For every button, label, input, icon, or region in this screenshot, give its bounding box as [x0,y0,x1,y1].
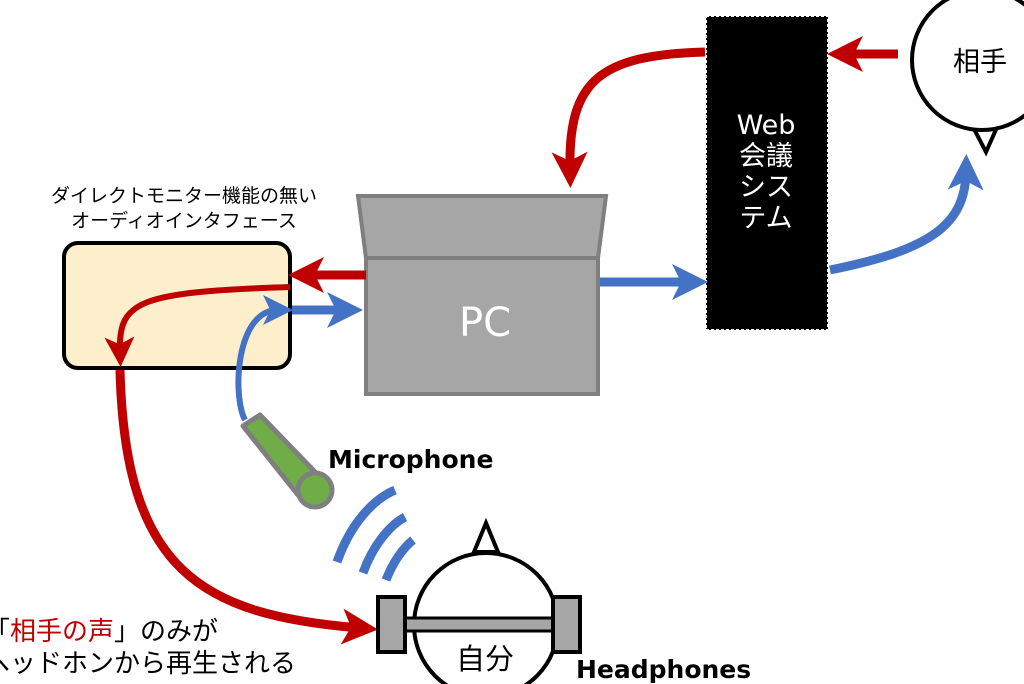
pc-label: PC [458,300,512,346]
note-highlight: 相手の声 [10,617,115,647]
audio-interface-title-line1: ダイレクトモニター機能の無い [50,185,317,207]
arrow-mic-to-interface [235,295,293,422]
partner-label: 相手 [953,47,1007,78]
microphone-label: Microphone [328,445,494,474]
note-line1: 「相手の声」のみが [0,611,218,648]
web-conference-box [705,15,829,331]
note-line2: ヘッドホンから再生される [0,649,297,679]
partner-head-icon [910,0,1024,157]
arrow-web-to-pc [551,47,706,188]
audio-interface-title-line2: オーディオインタフェース [71,210,297,232]
web-conference-line2: 会議 [739,141,793,172]
pc-box [355,194,609,396]
arrow-web-to-partner [829,154,984,275]
headphones-icon [376,595,582,654]
web-conference-label: Web 会議 シス テム [706,110,826,234]
sound-waves-icon [332,485,416,582]
note-line1-rest: 」のみが [114,617,219,647]
arrow-interface-internal [104,284,291,367]
headphones-label: Headphones [576,655,752,684]
audio-interface-title: ダイレクトモニター機能の無い オーディオインタフェース [34,184,334,234]
microphone-icon [240,412,335,510]
web-conference-line3: シス [739,172,793,203]
arrow-interface-to-headphones [115,369,378,645]
web-conference-line4: テム [739,203,793,234]
web-conference-line1: Web [736,110,796,141]
self-label: 自分 [455,642,514,676]
note-open-quote: 「 [0,617,10,647]
audio-interface-box [62,241,292,370]
